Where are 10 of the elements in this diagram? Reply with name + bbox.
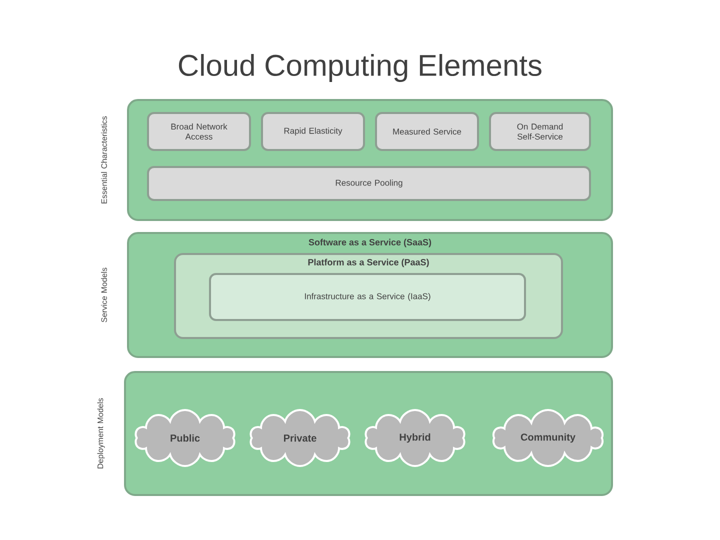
node-label: Essential Characteristics bbox=[101, 116, 107, 204]
node-label: Service Models bbox=[101, 268, 107, 322]
feature-box: On Demand Self-Service bbox=[489, 112, 591, 151]
title: Cloud Computing Elements bbox=[178, 54, 542, 82]
feature-box: Resource Pooling bbox=[147, 166, 591, 201]
feature-box: Rapid Elasticity bbox=[261, 112, 365, 151]
feature-box: Broad Network Access bbox=[147, 112, 251, 151]
node-label: Deployment Models bbox=[97, 398, 105, 468]
service-layer: Infrastructure as a Service (IaaS) bbox=[209, 273, 526, 321]
feature-box: Measured Service bbox=[375, 112, 479, 151]
